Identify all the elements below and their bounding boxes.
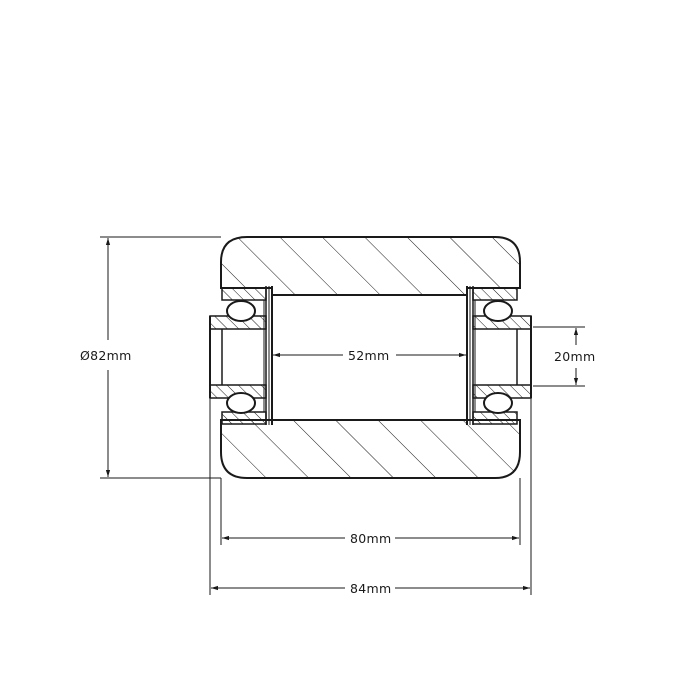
outer-diameter-label: Ø82mm [80,348,132,363]
roller-width-label: 80mm [350,531,391,546]
bore-width-label: 52mm [348,348,389,363]
ball-icon [483,300,513,322]
dimension-roller-width [220,478,521,545]
overall-width-label: 84mm [350,581,391,596]
roller-body-bottom [220,419,521,479]
ball-icon [226,300,256,322]
roller-body [220,236,521,479]
ball-icon [226,392,256,414]
dimension-overall-width [209,398,532,595]
dimension-outer-diameter [100,236,221,479]
left-bearing [209,286,273,425]
ball-icon [483,392,513,414]
shaft-hole-label: 20mm [554,349,595,364]
right-bearing [466,286,532,425]
dimension-shaft-hole [533,326,585,387]
